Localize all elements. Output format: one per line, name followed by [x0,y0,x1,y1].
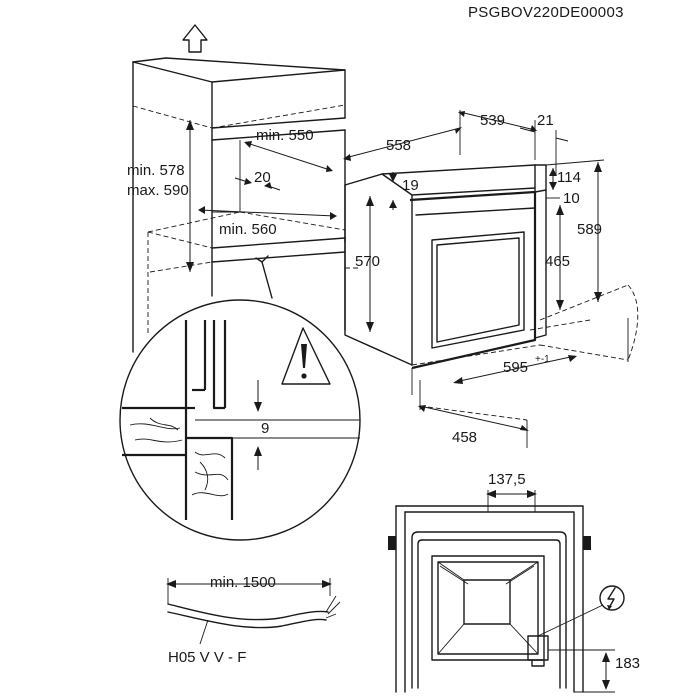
niche-bottom-depth: min. 560 [219,221,277,238]
oven-depth-total: 558 [386,137,411,154]
arrow-up-icon [182,24,208,53]
niche-height-max: max. 590 [127,182,189,199]
cable-drawing: min. 1500 H05 V V - F [166,574,341,666]
niche-height-min: min. 578 [127,162,185,179]
oven-drawing: 558 539 21 19 570 114 10 [343,110,639,448]
rear-socket-offset: 137,5 [488,471,526,488]
cable-length: min. 1500 [210,574,276,591]
rear-view: 137,5 [388,471,640,693]
electric-socket-icon [599,585,625,611]
oven-front-thickness: 21 [537,112,554,129]
oven-depth-body: 539 [480,112,505,129]
oven-total-height: 589 [577,221,602,238]
warning-triangle-icon [281,327,331,385]
oven-width-tolerance: +-1 [535,354,550,365]
oven-door-height: 465 [545,253,570,270]
oven-panel-gap: 10 [563,190,580,207]
oven-top-offset: 19 [402,177,419,194]
oven-width-body: 458 [452,429,477,446]
oven-width-main: 595 [503,359,528,376]
niche-rear-gap: 20 [254,169,271,186]
oven-front-height: 570 [355,253,380,270]
cable-type: H05 V V - F [168,649,246,666]
oven-panel-top: 114 [557,169,581,186]
rear-socket-height: 183 [615,655,640,672]
cabinet-niche: min. 578 max. 590 min. 550 20 min. 560 [127,24,360,353]
detail-circle: 9 [119,299,361,541]
detail-gap: 9 [261,420,269,437]
niche-top-depth: min. 550 [256,127,314,144]
drawing-code: PSGBOV220DE00003 [468,4,624,21]
